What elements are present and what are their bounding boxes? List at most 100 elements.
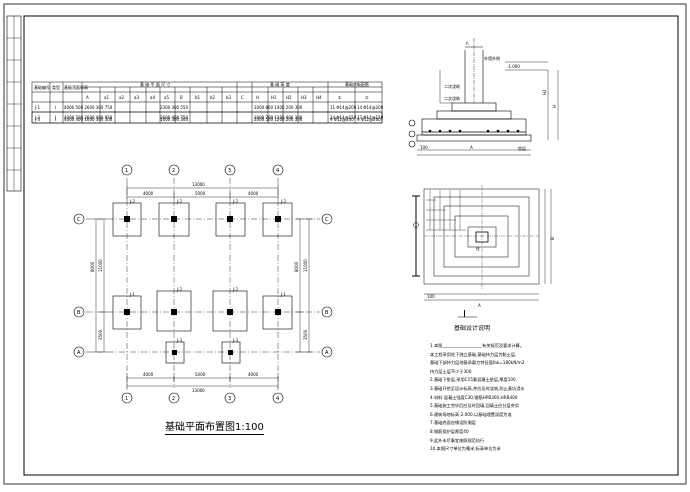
- table-group-h: 基 础 高 度: [270, 81, 290, 87]
- row1-r1: 11 Φ14@200: [330, 105, 357, 110]
- table-text: 基础编号 类型 基础顶面标高 基 础 平 面 尺 寸 基 础 高 度 基础底板配…: [34, 81, 384, 120]
- outer-border: [3, 3, 687, 485]
- axis-bubble-4: [272, 164, 284, 176]
- row2-h: 2000 700 1200 400 300: [254, 115, 303, 120]
- dim-right-1: 8000: [294, 261, 299, 272]
- table-header-A: A: [86, 95, 89, 100]
- footing-plan-text: 柱 A B 100 I: [427, 237, 555, 320]
- row2-type: I: [55, 115, 56, 120]
- note-line: 9.此外未尽事宜按照规范执行: [430, 437, 485, 443]
- footing-j3: [165, 341, 185, 364]
- dim-total-top: 13000: [192, 182, 205, 187]
- footing-label: J-2: [129, 199, 135, 204]
- note-line: 基础下部持力层地基承载力特征值fak=180kN/m2: [430, 360, 525, 366]
- dim-bottom-2: 5000: [195, 372, 206, 377]
- axis-bubble-3: [224, 164, 236, 176]
- axis-bubble-B: [73, 306, 85, 318]
- footing-label: J-2: [232, 287, 238, 292]
- dim-total-bottom: 13000: [192, 388, 205, 393]
- row3-r2: 9 Φ12@200: [357, 117, 381, 122]
- table-header-a3: a3: [134, 95, 139, 100]
- row3-id: J-3: [34, 117, 40, 122]
- table-header-a1: a1: [104, 95, 109, 100]
- note-line: 10.本图尺寸单位为毫米,标高单位为米: [430, 446, 501, 452]
- notes-title: 基础设计说明: [454, 325, 491, 332]
- footing-j2: [262, 202, 293, 237]
- label-outer-wall: 外墙外侧: [484, 55, 500, 61]
- axis-label-4: 4: [276, 168, 279, 174]
- note-line: 持力层土层不少于300: [430, 368, 472, 374]
- row1-b: 2300 300 550: [160, 105, 188, 110]
- row3-type: I: [55, 117, 56, 122]
- footing-label: J-1: [129, 292, 135, 297]
- footing-label: J-2: [176, 287, 182, 292]
- dim-top-3: 4000: [248, 191, 259, 196]
- note-line: 4.材料:混凝土强度C30,钢筋HPB300,HRB400: [430, 394, 518, 400]
- table-header-a5: a5: [164, 95, 169, 100]
- footing-label: J-2: [280, 199, 286, 204]
- section-text: 外墙外侧 二次浇筑 二次浇筑 -1.000 h H H2 100 A 垫层: [420, 41, 557, 151]
- table-header-H4: H4: [316, 95, 322, 100]
- footing-label: J-2: [232, 199, 238, 204]
- row3-b: 1600 300 300: [160, 117, 188, 122]
- footing-label: J-3: [176, 338, 182, 343]
- dim-left-2: 11000: [98, 259, 103, 272]
- table-group-r: 基础底板配筋: [345, 81, 369, 87]
- note-line: 2.基础下垫层,采用C15素混凝土垫层,厚度100: [430, 377, 516, 383]
- note-line: 本工程采用柱下独立基础,基础持力层为黏土层,: [430, 351, 517, 357]
- row3-dims: 4000 400 1600 300 300: [64, 117, 113, 122]
- row1-dims: 4000 500 2600 300 750: [64, 105, 113, 110]
- note-line: 6.建筑场地标高-2.000,以基础埋置深度为准: [430, 411, 512, 417]
- axis-bubble-A: [73, 346, 85, 358]
- plan-text: 1 2 3 4 1 2 3 4 C B A C B A 13000 4000 5…: [77, 168, 329, 402]
- row1-type: I: [55, 105, 56, 110]
- row2-r2: 17 Φ14@150: [357, 115, 384, 120]
- footing-label: J-2: [176, 199, 182, 204]
- axis-label-C: C: [77, 217, 81, 223]
- section-mark: I: [463, 309, 466, 320]
- table-header-H1: H1: [271, 95, 277, 100]
- footing-j3: [221, 341, 241, 364]
- row3-h: 2000 500 1200 200 300: [254, 117, 303, 122]
- row2-r1: 14 Φ14@150: [330, 115, 357, 120]
- axis-bubble-1: [121, 164, 133, 176]
- dim-left-3: 3500: [98, 329, 103, 340]
- table-header-elev: 基础顶面标高: [64, 84, 88, 90]
- row1-r2: 14 Φ14@200: [357, 105, 384, 110]
- note-line: 3.基础开挖至设计标高,并应及时浇筑,防止基坑浸水: [430, 385, 525, 391]
- label-pad: 垫层: [518, 145, 526, 151]
- dim-right-2: 11000: [303, 259, 308, 272]
- table-header-b1: b1: [195, 95, 201, 100]
- table-header-a2: a2: [119, 95, 124, 100]
- footing-j2: [112, 202, 142, 237]
- footing-section: [408, 38, 559, 156]
- axis-label-2: 2: [172, 168, 175, 174]
- footing-j2: [158, 202, 190, 237]
- note-line: 7.基础底面应铺设防潮层: [430, 420, 476, 426]
- table-header-a4: a4: [150, 95, 155, 100]
- axis-label-B: B: [77, 310, 81, 316]
- plan-title: 基础平面布置图1:100: [165, 418, 264, 435]
- dim-bottom-3: 4000: [248, 372, 259, 377]
- footing-j1: [262, 295, 293, 330]
- table-header-H: H: [256, 95, 259, 100]
- note-line: 8.钢筋保护层厚度40: [430, 428, 469, 434]
- footing-j1: [112, 295, 142, 330]
- table-header-b2: b2: [210, 95, 216, 100]
- table-group-dim: 基 础 平 面 尺 寸: [140, 81, 170, 87]
- footing-j2: [212, 290, 248, 332]
- dim-H-label: H: [552, 105, 557, 108]
- elevation-label: -1.000: [507, 64, 520, 69]
- axis-label-C-right: C: [325, 217, 329, 223]
- dim-bottom-1: 4000: [143, 372, 154, 377]
- footing-label: J-3: [232, 338, 238, 343]
- table-header-id: 基础编号: [34, 84, 50, 90]
- columns: [124, 216, 281, 355]
- plan-bottom-dims: 100: [427, 294, 435, 299]
- table-header-B: B: [180, 95, 183, 100]
- table-header-C: C: [241, 95, 244, 100]
- dim-h-label: h: [466, 41, 469, 46]
- label-column: 柱: [476, 245, 480, 251]
- dim-top-2: 5000: [195, 191, 206, 196]
